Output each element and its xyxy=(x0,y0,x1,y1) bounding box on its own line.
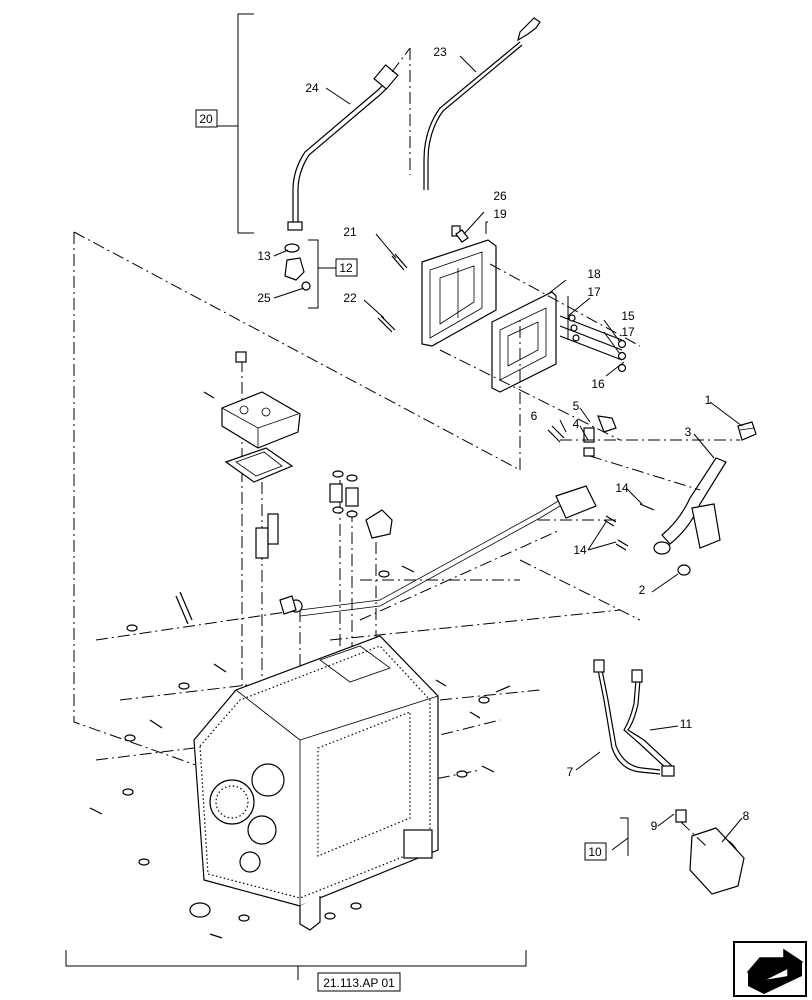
callout-9: 9 xyxy=(651,819,658,833)
valve-cover-19 xyxy=(421,225,497,347)
fittings-4-5-6 xyxy=(547,415,617,457)
filler-tube-3 xyxy=(653,457,727,576)
callout-22: 22 xyxy=(343,291,357,305)
transmission-housing xyxy=(189,635,439,931)
callout-6: 6 xyxy=(531,409,538,423)
leader-lines xyxy=(273,55,743,843)
callout-20: 20 xyxy=(199,112,213,126)
callout-17a: 17 xyxy=(587,285,601,299)
callout-19: 19 xyxy=(493,207,507,221)
callout-14a: 14 xyxy=(615,481,629,495)
callout-2: 2 xyxy=(639,583,646,597)
fitting-9 xyxy=(675,809,707,847)
callout-13: 13 xyxy=(257,249,271,263)
reference-bracket xyxy=(65,950,527,980)
callout-23: 23 xyxy=(433,45,447,59)
callout-18: 18 xyxy=(587,267,601,281)
callout-15: 15 xyxy=(621,309,635,323)
adapter-assembly-12 xyxy=(284,239,336,309)
gasket-18 xyxy=(491,291,557,393)
screws-21-22-26 xyxy=(377,229,469,333)
group-box-12[interactable]: 12 xyxy=(335,258,358,277)
control-valve-block xyxy=(203,351,301,483)
callout-17b: 17 xyxy=(621,325,635,339)
group-bracket-20 xyxy=(217,13,254,234)
housing-bolts xyxy=(89,565,511,939)
callout-10: 10 xyxy=(588,845,602,859)
hose-11 xyxy=(623,669,675,777)
group-bracket-10 xyxy=(611,817,629,856)
callout-numbers: 1 2 3 4 5 6 7 8 9 11 13 14 14 15 16 17 1… xyxy=(257,45,749,833)
callout-4: 4 xyxy=(573,417,580,431)
reference-label: 21.113.AP 01 xyxy=(323,976,395,990)
callout-8: 8 xyxy=(743,809,750,823)
callout-1: 1 xyxy=(705,393,712,407)
dipstick-23 xyxy=(409,17,541,190)
reference-link[interactable]: 21.113.AP 01 xyxy=(317,972,401,992)
callout-21: 21 xyxy=(343,225,357,239)
callout-7: 7 xyxy=(567,765,574,779)
callout-12: 12 xyxy=(339,261,353,275)
callout-5: 5 xyxy=(573,399,580,413)
bolts-14 xyxy=(603,503,655,551)
next-arrow-icon[interactable] xyxy=(733,941,807,997)
studs-and-sleeves xyxy=(255,470,393,615)
callout-26: 26 xyxy=(493,189,507,203)
callout-25: 25 xyxy=(257,291,271,305)
group-box-10[interactable]: 10 xyxy=(584,842,607,861)
callout-14b: 14 xyxy=(573,543,587,557)
flange-8 xyxy=(689,827,745,895)
callout-11: 11 xyxy=(680,717,693,731)
callout-3: 3 xyxy=(685,425,692,439)
wiring-harness xyxy=(289,485,597,617)
callout-16: 16 xyxy=(591,377,605,391)
callout-24: 24 xyxy=(305,81,319,95)
filler-cap-1 xyxy=(737,421,757,441)
dipstick-tube-24 xyxy=(287,47,411,231)
pins-15-16-17 xyxy=(559,314,627,373)
group-box-20[interactable]: 20 xyxy=(195,109,218,128)
